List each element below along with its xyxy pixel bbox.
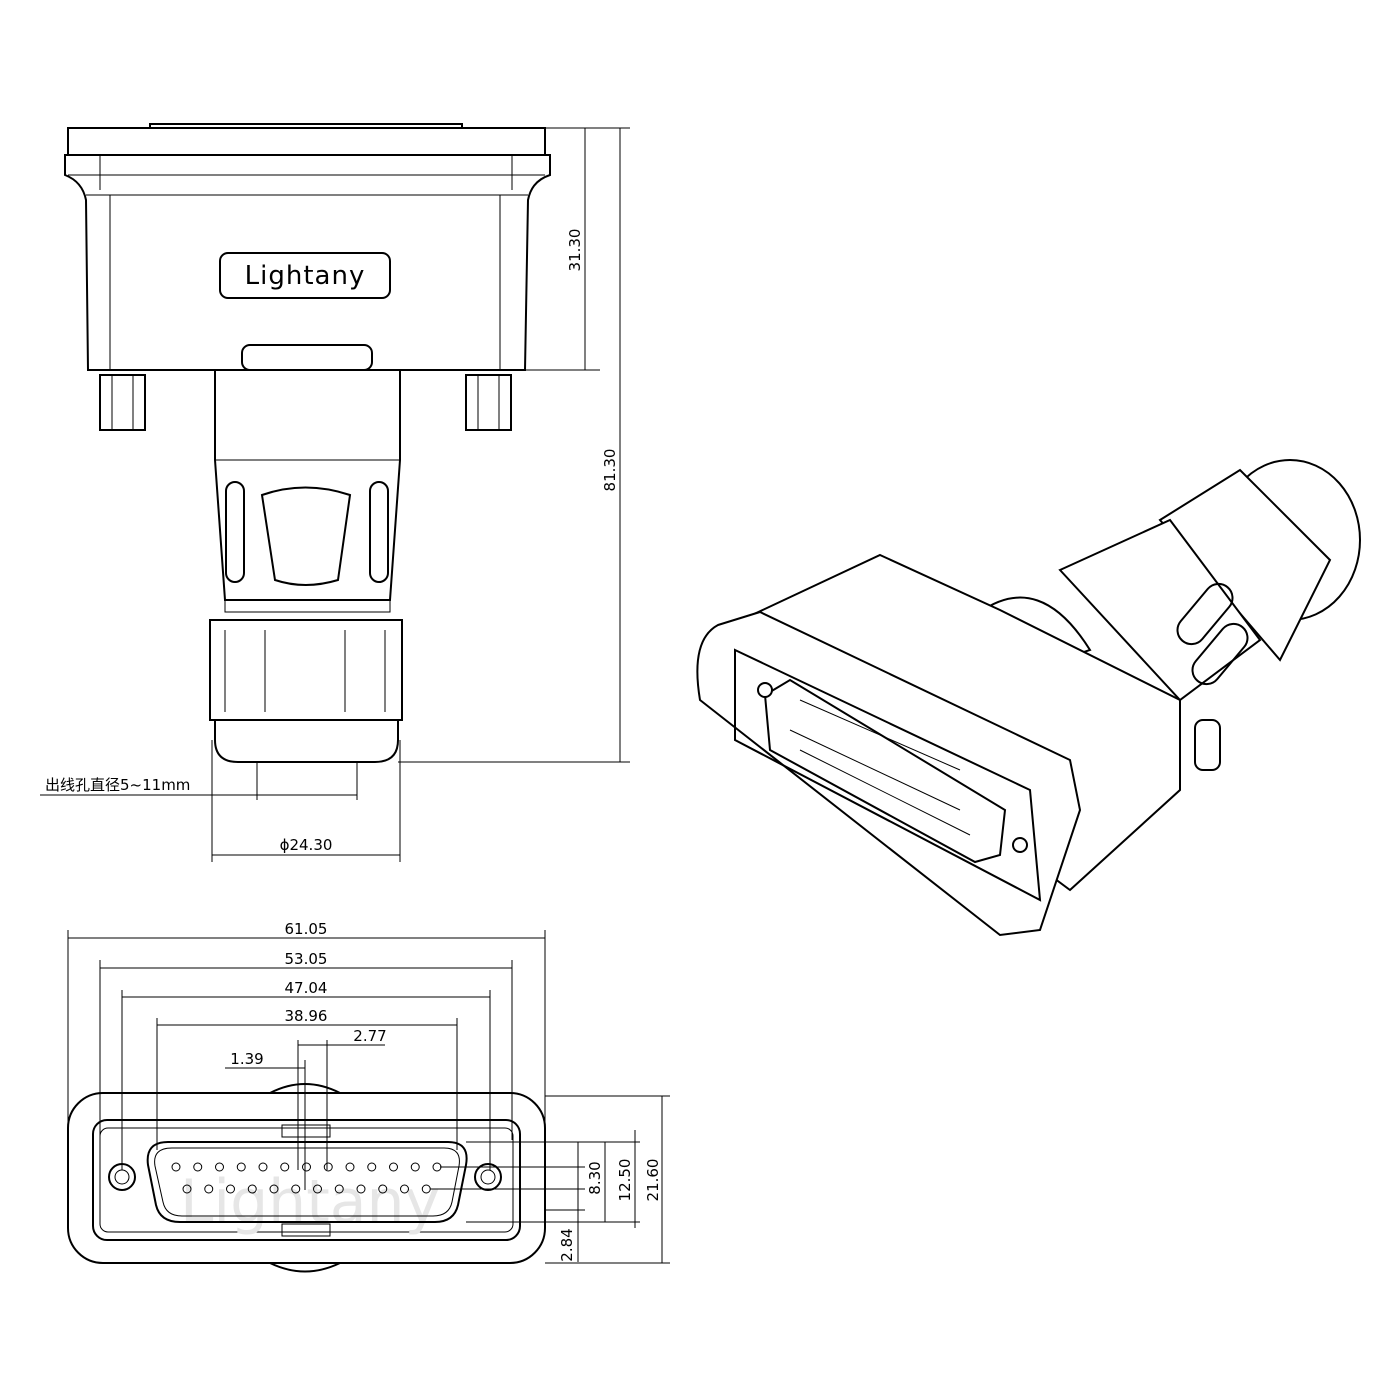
pin-hole: [236, 1162, 246, 1172]
pin-hole: [193, 1162, 203, 1172]
pin-hole: [400, 1184, 409, 1194]
svg-text:38.96: 38.96: [285, 1007, 328, 1025]
svg-text:21.60: 21.60: [644, 1159, 662, 1202]
iso-pins: [789, 699, 971, 836]
svg-text:出线孔直径5~11mm: 出线孔直径5~11mm: [45, 776, 190, 794]
svg-text:2.84: 2.84: [558, 1228, 576, 1261]
pin-hole: [367, 1162, 377, 1172]
pin-hole: [291, 1184, 301, 1194]
top-view-dimensions: 31.30 81.30 出线孔直径5~11mm ϕ24.30: [40, 127, 630, 862]
svg-text:1.39: 1.39: [230, 1050, 263, 1068]
isometric-view: [696, 459, 1361, 937]
pin-hole: [356, 1184, 366, 1194]
top-view: Lightany: [64, 123, 551, 763]
svg-text:ϕ24.30: ϕ24.30: [280, 836, 333, 854]
pin-hole: [247, 1184, 257, 1194]
svg-text:8.30: 8.30: [586, 1161, 604, 1194]
pin-hole: [182, 1184, 192, 1194]
pin-hole: [378, 1184, 388, 1194]
svg-text:2.77: 2.77: [353, 1027, 386, 1045]
front-view: Lightany: [67, 1083, 546, 1273]
svg-text:12.50: 12.50: [616, 1159, 634, 1202]
pin-hole: [323, 1162, 333, 1172]
pin-hole: [302, 1162, 311, 1172]
svg-text:61.05: 61.05: [285, 920, 328, 938]
pin-hole: [226, 1184, 235, 1194]
pin-hole: [204, 1184, 214, 1194]
watermark: Lightany: [180, 1167, 440, 1237]
pin-hole: [269, 1184, 279, 1194]
logo-text: Lightany: [245, 261, 366, 291]
svg-text:31.30: 31.30: [566, 229, 584, 272]
pin-hole: [334, 1184, 344, 1194]
svg-text:53.05: 53.05: [285, 950, 328, 968]
pin-hole: [171, 1162, 181, 1172]
pin-hole: [258, 1162, 268, 1172]
pin-array: [171, 1162, 442, 1194]
svg-text:47.04: 47.04: [285, 979, 328, 997]
pin-hole: [215, 1162, 224, 1172]
pin-hole: [313, 1184, 322, 1194]
pin-hole: [389, 1162, 398, 1172]
svg-text:81.30: 81.30: [601, 449, 619, 492]
pin-hole: [410, 1162, 420, 1172]
pin-hole: [280, 1162, 290, 1172]
front-view-dimensions: 61.05 53.05 47.04 38.96 2.77 1.39 8.30 1…: [67, 920, 670, 1264]
pin-hole: [345, 1162, 355, 1172]
